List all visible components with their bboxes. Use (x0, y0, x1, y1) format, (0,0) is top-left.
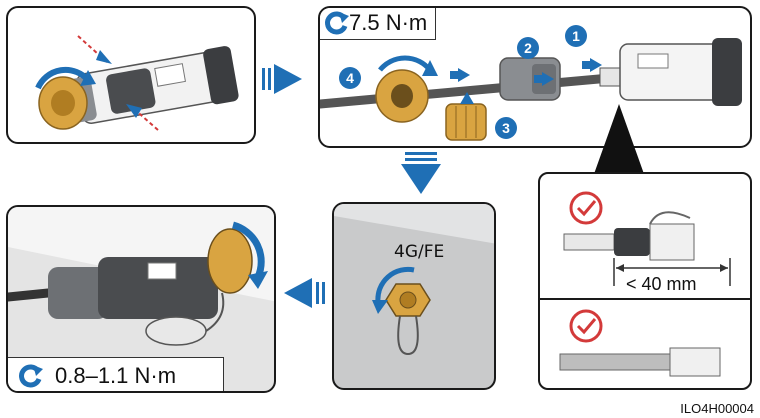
step-circle-2 (517, 37, 539, 59)
step-panel-remove-cap (6, 6, 256, 144)
step-circle-1 (565, 25, 587, 47)
torque-label-7-5: 7.5 N·m (320, 8, 437, 40)
torque-value: 7.5 N·m (349, 10, 428, 35)
step-panel-insert-connector: 0.8–1.1 N·m (6, 205, 276, 393)
svg-text:4: 4 (346, 70, 354, 86)
figure-code: ILO4H00004 (680, 401, 754, 416)
cable-prep-illustration (559, 191, 731, 377)
press-arrow-icon (126, 104, 142, 118)
cable-assembly-illustration: 4 3 2 1 (320, 25, 742, 141)
detail-divider (540, 298, 750, 300)
svg-text:1: 1 (572, 28, 580, 44)
dust-cap (145, 316, 207, 346)
connector-nut (207, 228, 253, 294)
port-cap-illustration (334, 204, 494, 356)
step-circle-3 (495, 117, 517, 139)
press-arrow-icon (96, 50, 112, 64)
torque-value: 0.8–1.1 N·m (55, 363, 177, 388)
step-circle-4 (339, 67, 361, 89)
detail-panel-cable-prep: < 40 mm (538, 172, 752, 390)
step-panel-assemble-cable: 7.5 N·m 4 3 2 1 (318, 6, 752, 148)
front-connector (619, 43, 721, 101)
svg-text:2: 2 (524, 40, 532, 56)
step-panel-port-cap: 4G/FE (332, 202, 496, 390)
port-label: 4G/FE (394, 242, 445, 262)
connector-illustration-1 (35, 35, 239, 131)
arrow-right-icon (458, 68, 470, 82)
arrow-right-icon (262, 64, 302, 94)
check-circle-icon (569, 309, 603, 343)
rotate-arrow-icon (35, 66, 91, 90)
svg-text:3: 3 (502, 120, 510, 136)
insert-connector-illustration (8, 207, 274, 346)
strip-length-label: < 40 mm (626, 274, 697, 294)
rotate-clockwise-icon (19, 364, 43, 388)
torque-label-0-8: 0.8–1.1 N·m (8, 357, 224, 391)
arrow-left-icon (284, 278, 325, 308)
callout-pointer (594, 104, 644, 174)
arrow-down-icon (401, 152, 441, 194)
rotate-clockwise-icon (325, 11, 349, 35)
check-circle-icon (569, 191, 603, 225)
